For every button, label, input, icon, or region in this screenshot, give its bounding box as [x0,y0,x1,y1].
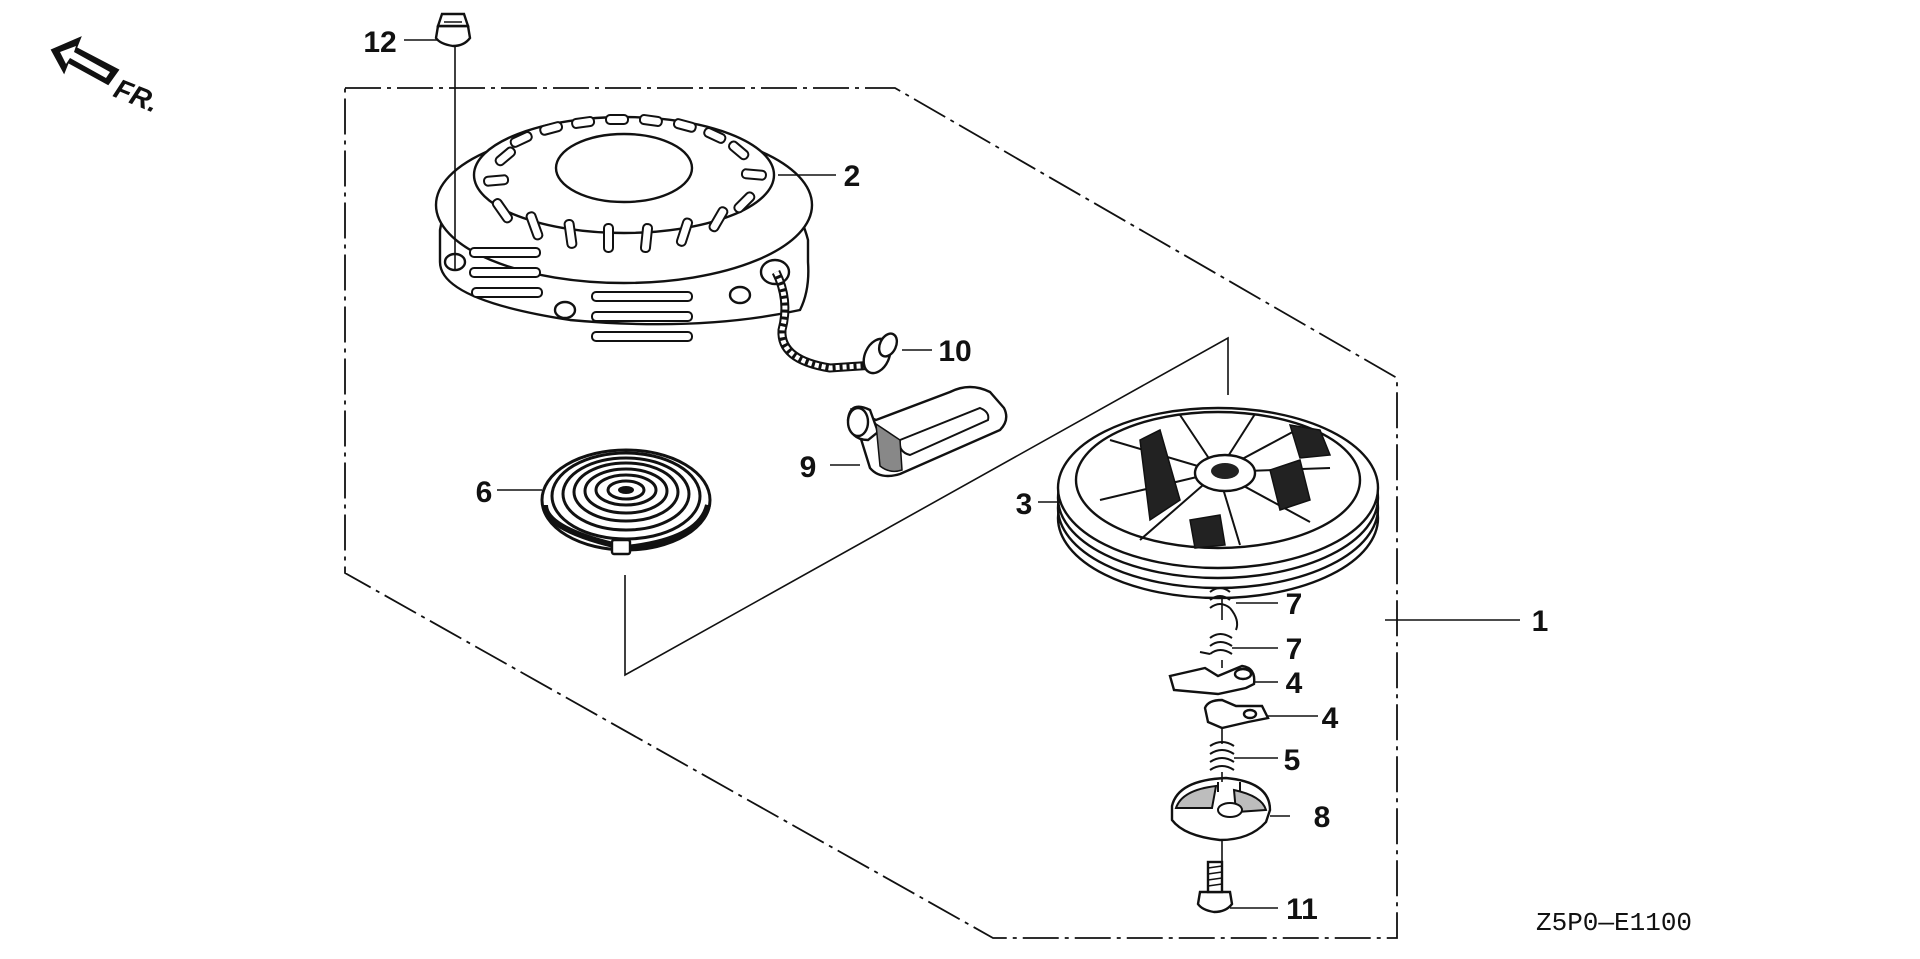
callout-3: 3 [1016,488,1033,521]
front-direction-arrow-icon [50,36,120,86]
alignment-lines [454,46,1520,862]
callout-labels: 1 2 3 4 4 5 6 7 7 8 9 10 11 12 [363,26,1548,926]
assembly-boundary [344,87,1398,939]
callout-7-lower: 7 [1286,633,1303,666]
recoil-starter-case [434,114,814,342]
recoil-spring [540,448,712,556]
callout-12: 12 [363,26,396,59]
callout-7-upper: 7 [1286,588,1303,621]
direction-label: FR. [110,73,163,119]
callout-4-lower: 4 [1322,702,1339,735]
callout-10: 10 [938,335,971,368]
case-top-vents [483,114,767,254]
case-side-vents [469,247,693,342]
flange-nut [434,12,472,48]
callout-11: 11 [1286,893,1318,926]
ratchet-spring-upper [1209,587,1239,631]
friction-spring [1209,741,1235,771]
callout-4-upper: 4 [1286,667,1303,700]
starter-rope [771,269,899,375]
callout-6: 6 [476,476,493,509]
ratchet-lower [1203,698,1270,730]
leader-lines [404,39,1318,909]
diagram-code: Z5P0—E1100 [1536,908,1692,938]
callout-9: 9 [800,451,817,484]
friction-plate [1170,776,1272,842]
ratchet-spring-lower [1199,633,1233,655]
callout-2: 2 [844,160,861,193]
callout-1: 1 [1532,605,1549,638]
callout-8: 8 [1314,801,1331,834]
callout-5: 5 [1284,744,1301,777]
reel-pulley [1056,406,1380,600]
starter-grip [846,385,1008,478]
ratchet-upper [1168,664,1256,696]
spring-reel-group-lines [624,336,1229,677]
setting-bolt [1196,860,1234,914]
rope-knot [862,332,899,375]
